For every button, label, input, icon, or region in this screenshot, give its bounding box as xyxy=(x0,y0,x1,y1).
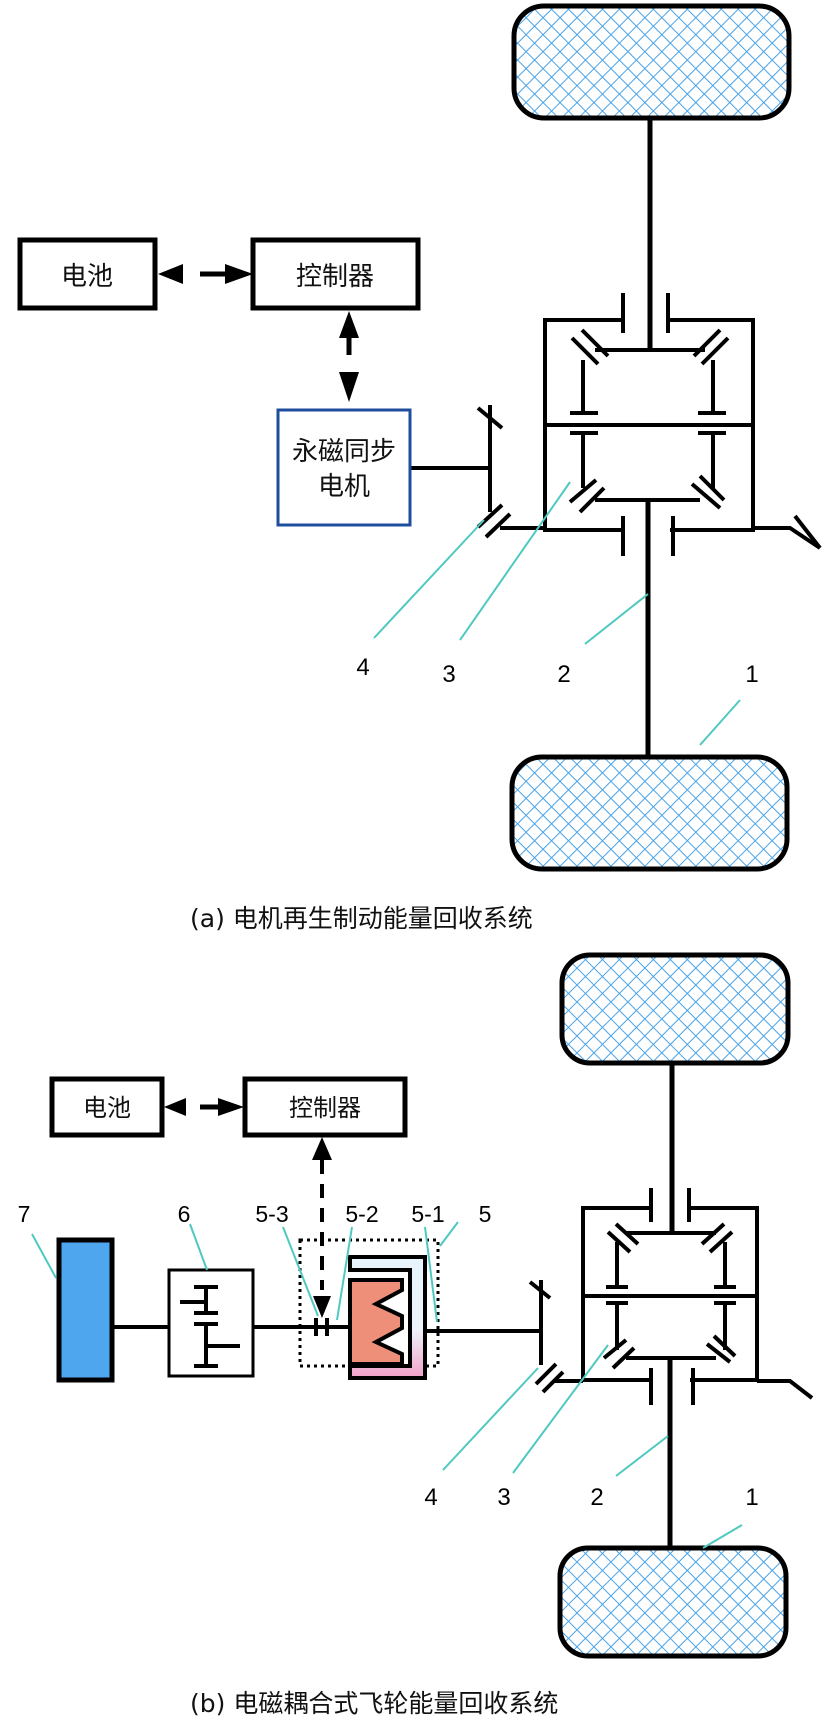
final-drive-pinion-b xyxy=(430,1280,583,1394)
leader-7 xyxy=(31,1233,57,1279)
wheel-bottom-b xyxy=(557,1545,789,1659)
arrow-battery-controller-a xyxy=(158,264,253,284)
leader-5-3 xyxy=(282,1226,319,1317)
callout-6: 6 xyxy=(178,1201,191,1227)
battery-label-b: 电池 xyxy=(83,1094,131,1122)
motor-box xyxy=(276,408,412,527)
leader-5-1 xyxy=(424,1226,438,1323)
callout-7: 7 xyxy=(18,1201,31,1227)
caption-b: (b) 电磁耦合式飞轮能量回收系统 xyxy=(190,1689,558,1718)
callout-5: 5 xyxy=(479,1201,492,1227)
wheel-top xyxy=(511,3,792,121)
leader-6 xyxy=(189,1223,208,1271)
leader-4-b xyxy=(442,1367,539,1471)
leader-1-a xyxy=(699,699,741,746)
callout-2-a: 2 xyxy=(557,661,570,688)
coupler-dotted-boundary xyxy=(298,1238,440,1368)
controller-box-a xyxy=(250,237,421,311)
callout-5-3: 5-3 xyxy=(255,1201,288,1227)
leader-4-a xyxy=(373,519,485,639)
callout-3-b: 3 xyxy=(497,1484,510,1511)
leader-5 xyxy=(439,1221,459,1247)
differential xyxy=(543,293,822,556)
callout-5-2: 5-2 xyxy=(345,1201,378,1227)
arrow-controller-coupler-b xyxy=(312,1137,332,1318)
coupler-rotor-5-2 xyxy=(348,1278,404,1366)
leader-1-b xyxy=(702,1524,743,1549)
callout-1-b: 1 xyxy=(745,1484,758,1511)
callout-4-b: 4 xyxy=(424,1484,437,1511)
battery-box-b xyxy=(49,1076,165,1138)
diagram-b: 电池 控制器 xyxy=(18,952,814,1718)
caption-a: (a) 电机再生制动能量回收系统 xyxy=(190,904,533,933)
leader-2-b xyxy=(615,1435,669,1477)
flywheel xyxy=(56,1237,115,1383)
gearbox-gears xyxy=(180,1285,240,1368)
wheel-bottom xyxy=(509,754,790,872)
arrow-battery-controller-b xyxy=(164,1098,244,1116)
leader-3-a xyxy=(459,481,571,641)
arrow-controller-motor-a xyxy=(339,311,359,402)
differential-b xyxy=(581,1188,814,1405)
coupler-clutch-5-3 xyxy=(314,1318,329,1336)
controller-label-a: 控制器 xyxy=(296,262,374,292)
callout-4-a: 4 xyxy=(356,654,369,681)
diagram-a: 电池 控制器 永磁同步 电机 4 3 2 1 (a) 电机再生制动能量回收系统 xyxy=(17,3,822,933)
callout-3-a: 3 xyxy=(442,661,455,688)
callout-5-1: 5-1 xyxy=(411,1201,444,1227)
leader-5-2 xyxy=(336,1226,353,1321)
leader-2-a xyxy=(584,593,649,645)
controller-label-b: 控制器 xyxy=(289,1094,361,1122)
controller-box-b xyxy=(242,1076,408,1138)
callout-1-a: 1 xyxy=(745,661,758,688)
callout-2-b: 2 xyxy=(590,1484,603,1511)
motor-label-line2: 电机 xyxy=(318,472,370,502)
battery-label-a: 电池 xyxy=(61,262,113,292)
motor-label-line1: 永磁同步 xyxy=(292,437,396,467)
final-drive-pinion xyxy=(410,405,545,539)
leader-3-b xyxy=(512,1344,609,1474)
wheel-top-b xyxy=(559,952,791,1066)
battery-box-a xyxy=(17,237,158,311)
